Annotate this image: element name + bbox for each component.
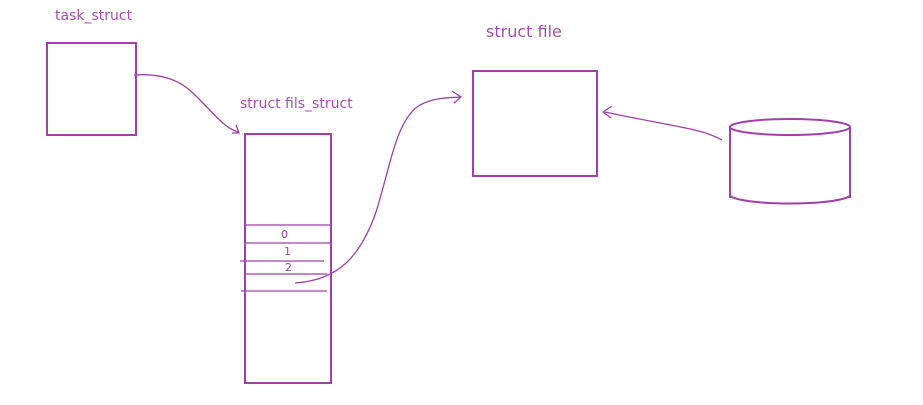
arrow-task-to-files	[133, 74, 240, 134]
task-struct-box	[46, 42, 137, 136]
task-struct-label: task_struct	[55, 8, 133, 24]
disk-icon	[729, 118, 851, 205]
fd-index-0: 0	[281, 228, 288, 241]
struct-file-label: struct file	[486, 22, 562, 41]
files-struct-box	[244, 133, 332, 384]
arrow-disk-to-file	[601, 105, 723, 141]
files-struct-label: struct fils_struct	[240, 96, 353, 112]
arrow-fd-to-file	[294, 90, 463, 284]
fd-index-2: 2	[285, 261, 292, 274]
fd-index-1: 1	[284, 245, 291, 258]
struct-file-box	[472, 70, 598, 177]
fd-array-lines	[240, 224, 330, 292]
